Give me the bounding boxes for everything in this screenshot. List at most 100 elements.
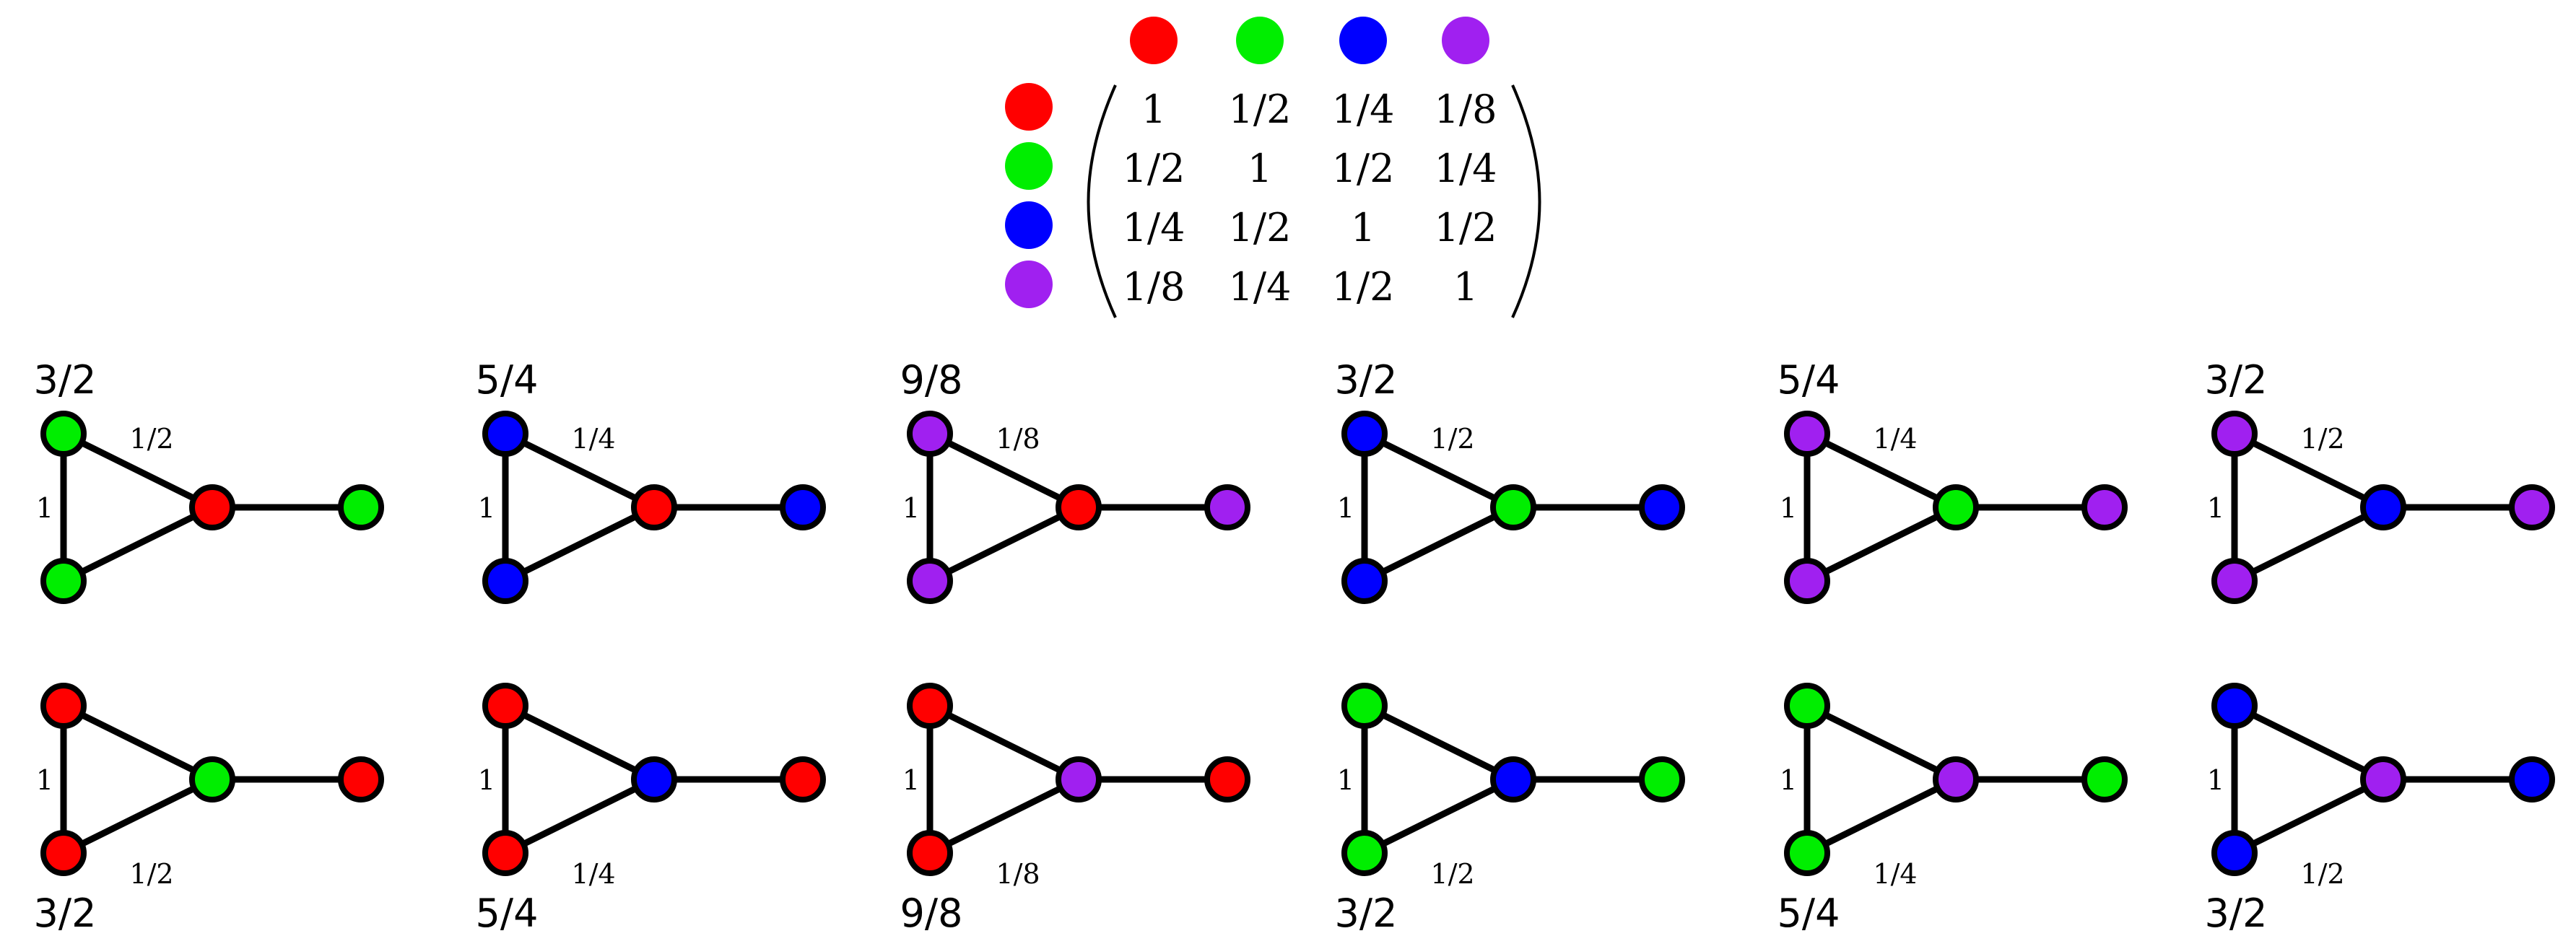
edge-left-label: 1 [1337, 492, 1354, 524]
node-upper-blue [482, 411, 528, 457]
edge-upper-diagonal [502, 702, 658, 783]
edge-lower-diagonal [2231, 504, 2387, 585]
graph-score: 3/2 [2205, 891, 2268, 936]
matrix-row-header-red-dot [1005, 83, 1053, 131]
edge-left-label: 1 [478, 492, 495, 524]
edge-diagonal-label: 1/4 [1873, 423, 1917, 455]
node-upper-green [1784, 683, 1830, 729]
edge-upper-diagonal [1803, 702, 1959, 783]
graph-bottom-3: 11/89/8 [900, 683, 1250, 936]
matrix-cell-r3-c4: 1/2 [1435, 205, 1497, 250]
edge-lower-diagonal [60, 776, 216, 857]
node-center-purple [2360, 756, 2406, 803]
edge-upper-diagonal [2231, 430, 2387, 511]
node-lower-red [482, 830, 528, 876]
matrix-cell-r2-c3: 1/2 [1332, 146, 1395, 191]
edge-lower-diagonal [1361, 504, 1517, 585]
edge-left-label: 1 [902, 764, 920, 796]
graph-score: 3/2 [1335, 891, 1398, 936]
edge-upper-diagonal [926, 430, 1082, 511]
edge-diagonal-label: 1/2 [1430, 858, 1474, 890]
graph-top-2: 11/45/4 [476, 357, 826, 604]
matrix-cell-r3-c2: 1/2 [1229, 205, 1292, 250]
graph-score: 9/8 [900, 357, 963, 403]
edge-left-label: 1 [478, 764, 495, 796]
edge-lower-diagonal [502, 776, 658, 857]
node-center-green [189, 756, 235, 803]
edge-lower-diagonal [2231, 776, 2387, 857]
node-tail-purple [2509, 484, 2555, 530]
edge-diagonal-label: 1/4 [571, 858, 615, 890]
node-center-purple [1933, 756, 1979, 803]
node-center-red [189, 484, 235, 530]
edge-diagonal-label: 1/4 [571, 423, 615, 455]
graph-top-4: 11/23/2 [1335, 357, 1685, 604]
matrix-col-header-red-dot [1130, 17, 1178, 64]
edge-lower-diagonal [60, 504, 216, 585]
edge-diagonal-label: 1/2 [129, 858, 173, 890]
graph-bottom-1: 11/23/2 [34, 683, 384, 936]
edge-upper-diagonal [1361, 430, 1517, 511]
matrix-row-header-green-dot [1005, 142, 1053, 190]
node-upper-green [40, 411, 87, 457]
node-tail-purple [2081, 484, 2128, 530]
node-lower-blue [482, 558, 528, 604]
node-tail-green [1639, 756, 1685, 803]
node-lower-blue [1341, 558, 1388, 604]
node-center-blue [2360, 484, 2406, 530]
matrix-cell-r1-c1: 1 [1141, 87, 1166, 132]
node-upper-purple [1784, 411, 1830, 457]
matrix-cell-r2-c4: 1/4 [1435, 146, 1497, 191]
node-tail-blue [2509, 756, 2555, 803]
matrix-right-paren [1511, 84, 1541, 318]
edge-upper-diagonal [1803, 430, 1959, 511]
matrix-col-header-blue-dot [1339, 17, 1387, 64]
edge-diagonal-label: 1/2 [2300, 423, 2344, 455]
edge-diagonal-label: 1/8 [996, 423, 1040, 455]
node-center-purple [1056, 756, 1102, 803]
edge-lower-diagonal [1803, 776, 1959, 857]
graph-top-6: 11/23/2 [2205, 357, 2555, 604]
edge-upper-diagonal [60, 702, 216, 783]
edge-upper-diagonal [1361, 702, 1517, 783]
graph-top-1: 11/23/2 [34, 357, 384, 604]
node-lower-red [907, 830, 953, 876]
node-center-blue [1490, 756, 1536, 803]
matrix-left-paren [1087, 84, 1117, 318]
node-upper-purple [907, 411, 953, 457]
node-tail-green [2081, 756, 2128, 803]
node-tail-blue [780, 484, 826, 530]
edge-upper-diagonal [926, 702, 1082, 783]
edge-lower-diagonal [1803, 504, 1959, 585]
matrix-cell-r2-c1: 1/2 [1123, 146, 1185, 191]
node-center-green [1933, 484, 1979, 530]
edge-upper-diagonal [2231, 702, 2387, 783]
node-upper-red [907, 683, 953, 729]
matrix-cell-r4-c3: 1/2 [1332, 264, 1395, 310]
matrix-col-header-green-dot [1236, 17, 1284, 64]
node-tail-red [1204, 756, 1250, 803]
node-tail-red [338, 756, 384, 803]
node-lower-green [1784, 830, 1830, 876]
edge-left-label: 1 [902, 492, 920, 524]
matrix-cell-r1-c4: 1/8 [1435, 87, 1497, 132]
node-tail-blue [1639, 484, 1685, 530]
graph-score: 3/2 [2205, 357, 2268, 403]
matrix-row-header-purple-dot [1005, 261, 1053, 308]
node-center-green [1490, 484, 1536, 530]
node-center-red [631, 484, 677, 530]
node-lower-red [40, 830, 87, 876]
edge-lower-diagonal [926, 504, 1082, 585]
node-upper-green [1341, 683, 1388, 729]
matrix-cell-r2-c2: 1 [1248, 146, 1272, 191]
graph-score: 9/8 [900, 891, 963, 936]
node-upper-blue [2211, 683, 2258, 729]
node-lower-blue [2211, 830, 2258, 876]
edge-lower-diagonal [502, 504, 658, 585]
node-tail-purple [1204, 484, 1250, 530]
edge-left-label: 1 [1337, 764, 1354, 796]
edge-upper-diagonal [60, 430, 216, 511]
node-lower-green [1341, 830, 1388, 876]
